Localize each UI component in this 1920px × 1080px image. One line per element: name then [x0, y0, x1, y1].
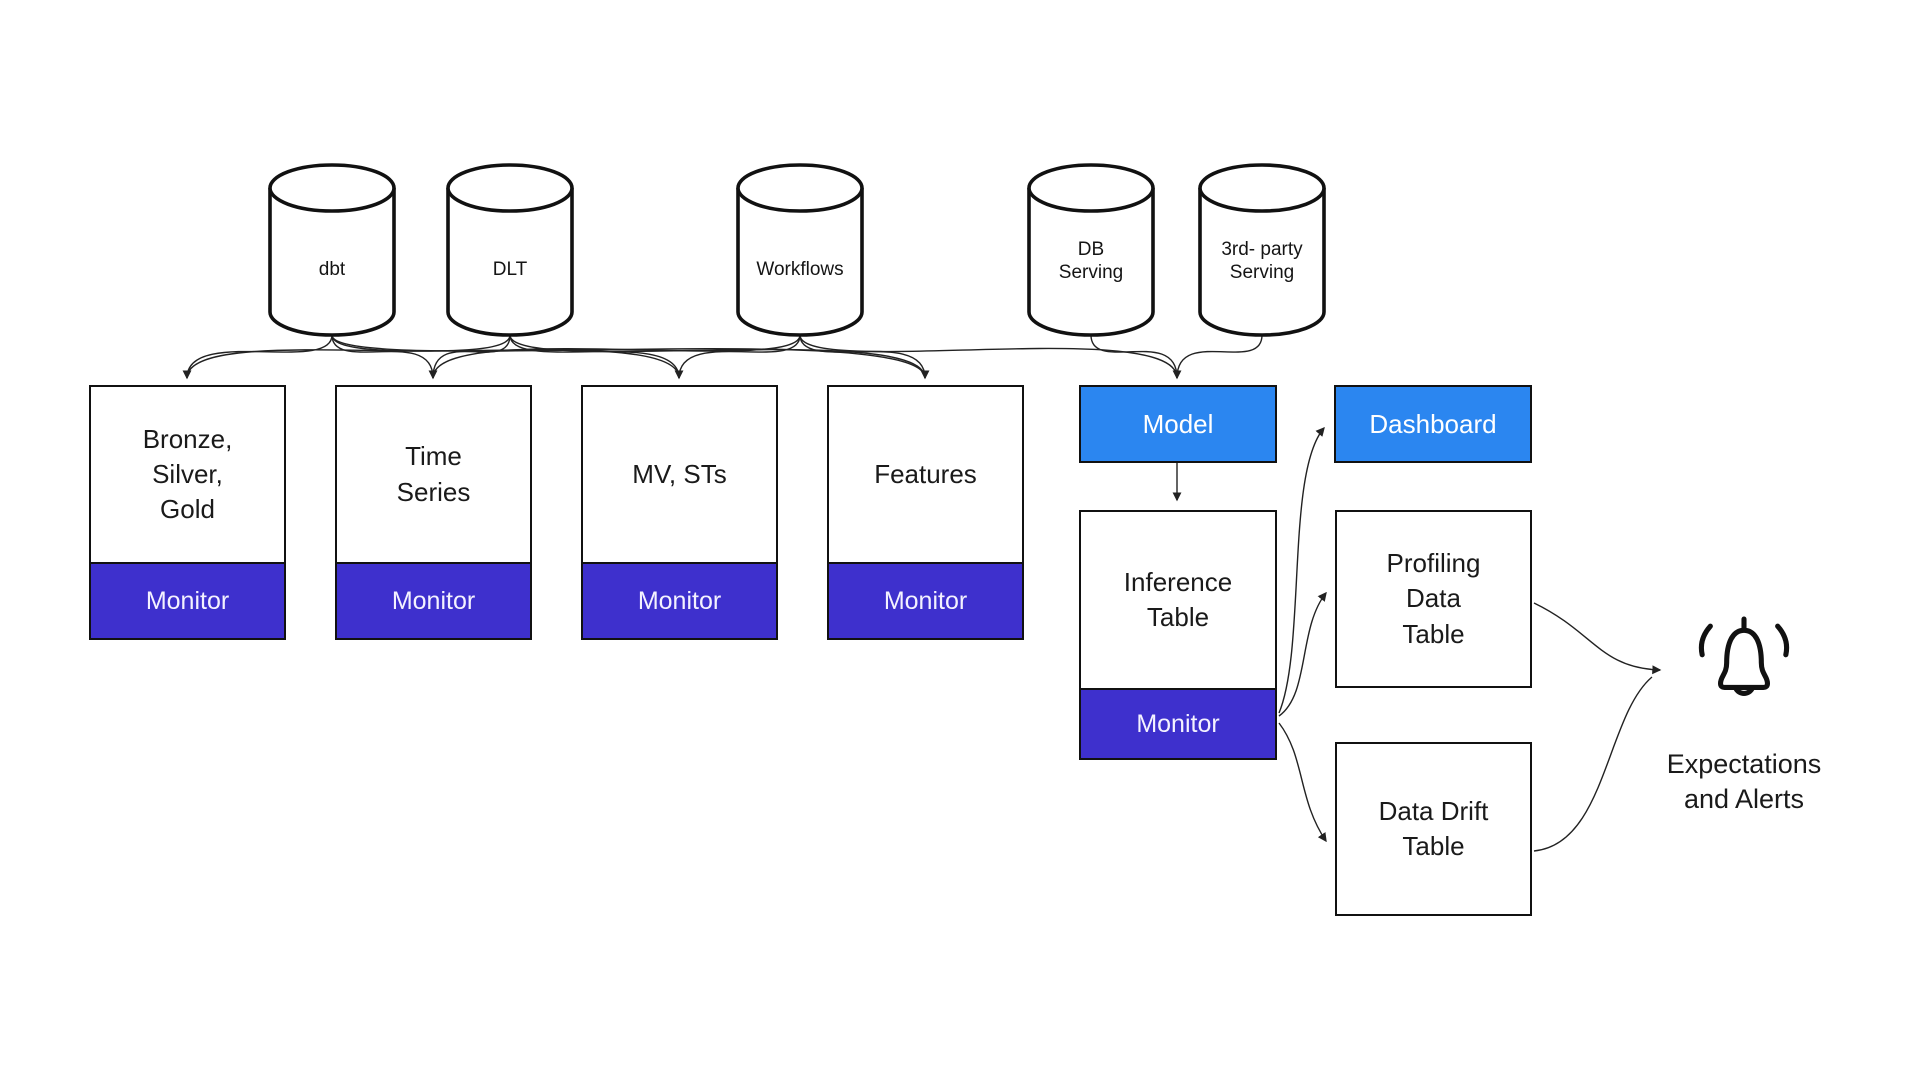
cylinder-workflows-label: Workflows	[756, 259, 844, 280]
box-label: Features	[874, 458, 977, 489]
box-features: Features Monitor	[827, 385, 1024, 640]
database-cylinder-icon	[736, 163, 864, 337]
database-cylinder-icon	[1027, 163, 1155, 337]
database-cylinder-icon	[1198, 163, 1326, 337]
label-line: Serving	[1058, 262, 1124, 284]
cylinder-dbt: dbt	[267, 162, 397, 338]
database-cylinder-icon	[446, 163, 574, 337]
cylinder-workflows: Workflows	[735, 162, 865, 338]
cylinder-db-serving: DB Serving	[1026, 162, 1156, 338]
alerts-label: Expectations and Alerts	[1666, 749, 1822, 815]
box-model: Model	[1079, 385, 1277, 463]
box-dashboard: Dashboard	[1334, 385, 1532, 463]
box-label: Bronze,Silver,Gold	[142, 423, 233, 525]
box-bronze-silver-gold: Bronze,Silver,Gold Monitor	[89, 385, 286, 640]
cylinder-dlt-label: DLT	[492, 259, 528, 280]
monitor-strip: Monitor	[583, 562, 776, 638]
monitor-strip: Monitor	[829, 562, 1022, 638]
cylinder-third-party-serving-label: 3rd- party Serving	[1197, 238, 1327, 284]
label-line: Serving	[1229, 262, 1295, 284]
label-line: DB	[1077, 239, 1105, 260]
cylinder-dbt-label: dbt	[318, 259, 346, 280]
cylinder-db-serving-label: DB Serving	[1026, 238, 1156, 284]
monitor-strip: Monitor	[1081, 688, 1275, 758]
cylinder-dlt: DLT	[445, 162, 575, 338]
monitor-strip: Monitor	[337, 562, 530, 638]
database-cylinder-icon	[268, 163, 396, 337]
box-mv-sts: MV, STs Monitor	[581, 385, 778, 640]
cylinder-third-party-serving: 3rd- party Serving	[1197, 162, 1327, 338]
monitor-strip: Monitor	[91, 562, 284, 638]
box-label: MV, STs	[632, 458, 727, 489]
alerts-bell	[1693, 608, 1795, 726]
bell-icon	[1698, 616, 1790, 696]
label-line: 3rd- party	[1221, 239, 1303, 260]
